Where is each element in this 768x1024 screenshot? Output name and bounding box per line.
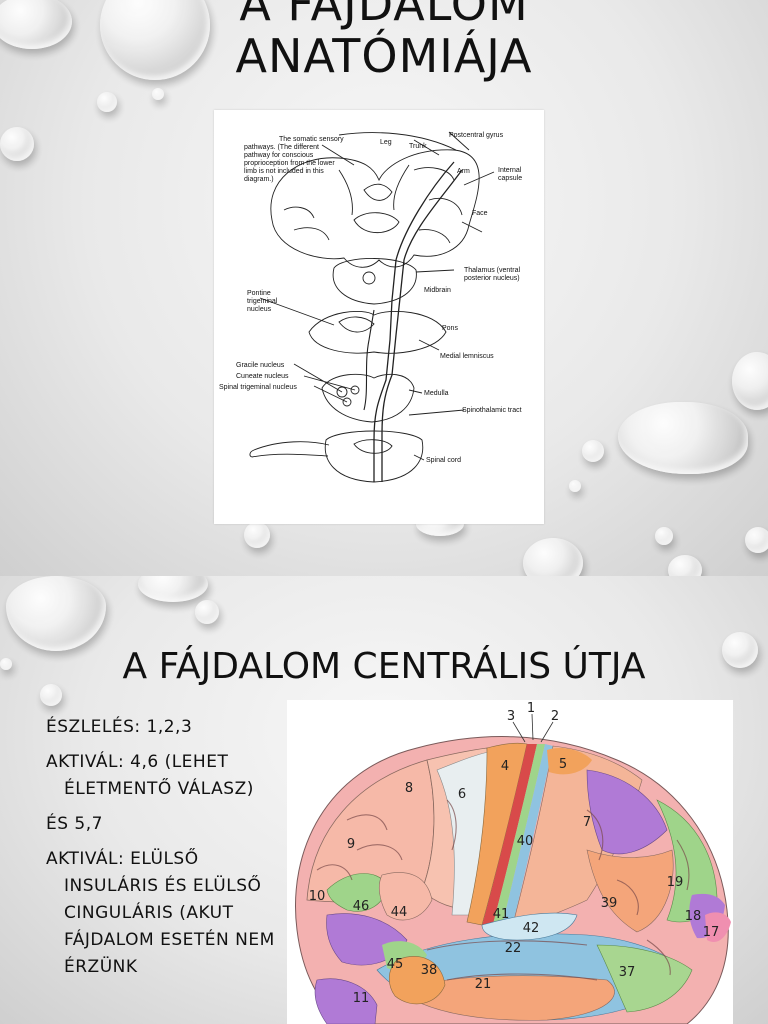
brodmann-area-number: 8 [405, 781, 413, 796]
diagram-caption: limb is not included in this [244, 168, 324, 175]
brodmann-area-number: 40 [517, 834, 534, 849]
label-postcentral-gyrus: Postcentral gyrus [449, 132, 504, 139]
title-line: ANATÓMIÁJA [235, 29, 533, 83]
pathway-drawing: The somatic sensory pathways. (The diffe… [219, 131, 522, 483]
label-spinal-cord: Spinal cord [426, 457, 461, 464]
brodmann-area-number: 22 [505, 941, 522, 956]
label-leg: Leg [380, 139, 392, 146]
sensory-pathway-diagram: The somatic sensory pathways. (The diffe… [214, 110, 544, 524]
label-face: Face [472, 210, 488, 217]
slide-anatomy: A FÁJDALOM ANATÓMIÁJA [0, 0, 768, 576]
label-leader-line [540, 721, 554, 743]
label-cuneate: Cuneate nucleus [236, 373, 289, 380]
label-internal-capsule: Internal [498, 167, 522, 174]
brodmann-area-number: 18 [685, 909, 702, 924]
water-drop [655, 527, 673, 545]
slide-title: A FÁJDALOM ANATÓMIÁJA [0, 0, 768, 82]
brodmann-area-number: 46 [353, 899, 370, 914]
brodmann-area-number: 3 [507, 709, 515, 724]
label-gracile: Gracile nucleus [236, 362, 285, 369]
brodmann-area-number: 11 [353, 991, 370, 1006]
brodmann-area-number: 45 [387, 957, 404, 972]
water-drop [6, 576, 106, 651]
label-thalamus: posterior nucleus) [464, 275, 520, 282]
title-line: A FÁJDALOM [239, 0, 529, 31]
brodmann-area-number: 9 [347, 837, 355, 852]
label-midbrain: Midbrain [424, 287, 451, 294]
diagram-caption: diagram.) [244, 176, 274, 183]
label-pontine: trigeminal [247, 298, 278, 305]
label-thalamus: Thalamus (ventral [464, 267, 520, 274]
water-drop [569, 480, 581, 492]
bullet-item: ÉS 5,7 [46, 814, 103, 834]
water-drop [523, 538, 583, 576]
water-drop [732, 352, 768, 410]
label-internal-capsule: capsule [498, 175, 522, 182]
brodmann-area-number: 7 [583, 815, 591, 830]
diagram-caption: pathway for conscious [244, 152, 314, 159]
water-drop [0, 0, 72, 49]
label-pontine: Pontine [247, 290, 271, 297]
brodmann-area-number: 19 [667, 875, 684, 890]
label-trunk: Trunk [409, 143, 427, 150]
bullet-item: ÉSZLELÉS: 1,2,3 [46, 717, 193, 737]
label-leader-line [531, 713, 534, 741]
water-drop [40, 684, 62, 706]
brodmann-area-number: 4 [501, 759, 509, 774]
water-drop [152, 88, 164, 100]
brodmann-area-number: 41 [493, 907, 510, 922]
label-leader-line [512, 721, 526, 743]
brodmann-area-number: 1 [527, 701, 535, 716]
water-drop [618, 402, 748, 474]
label-spinal-trigeminal: Spinal trigeminal nucleus [219, 384, 297, 391]
brodmann-area-number: 38 [421, 963, 438, 978]
brodmann-area-number: 39 [601, 896, 618, 911]
bullet-item: AKTIVÁL: ELÜLSŐ INSULÁRIS ÉS ELÜLSŐ CING… [46, 849, 275, 977]
water-drop [138, 576, 208, 602]
brodmann-area-number: 37 [619, 965, 636, 980]
diagram-caption: The somatic sensory [279, 136, 344, 143]
water-drop [195, 600, 219, 624]
water-drop [0, 658, 12, 670]
brodmann-area-number: 44 [391, 905, 408, 920]
bullet-item: AKTIVÁL: 4,6 (LEHET ÉLETMENTŐ VÁLASZ) [46, 752, 254, 799]
brodmann-area-number: 10 [309, 889, 326, 904]
brodmann-area-number: 2 [551, 709, 559, 724]
brain-drawing [295, 736, 731, 1024]
label-pons: Pons [442, 325, 458, 332]
label-arm: Arm [457, 168, 470, 175]
water-drop [722, 632, 758, 668]
water-drop [0, 127, 34, 161]
water-drop [97, 92, 117, 112]
slide-title: A FÁJDALOM CENTRÁLIS ÚTJA [122, 646, 646, 687]
brodmann-area-number: 21 [475, 977, 492, 992]
label-medial-lemniscus: Medial lemniscus [440, 353, 494, 360]
label-spinothalamic: Spinothalamic tract [462, 407, 522, 414]
brodmann-area-number: 5 [559, 757, 567, 772]
brodmann-area-number: 42 [523, 921, 540, 936]
diagram-caption: pathways. (The different [244, 144, 319, 151]
water-drop [745, 527, 768, 553]
brodmann-area-number: 6 [458, 787, 466, 802]
water-drop [668, 555, 702, 576]
brodmann-area-number: 17 [703, 925, 720, 940]
water-drop [244, 522, 270, 548]
diagram-caption: proprioception from the lower [244, 160, 335, 167]
label-pontine: nucleus [247, 306, 272, 313]
label-medulla: Medulla [424, 390, 449, 397]
bullet-list: ÉSZLELÉS: 1,2,3 AKTIVÁL: 4,6 (LEHET ÉLET… [46, 714, 276, 989]
water-drop [582, 440, 604, 462]
